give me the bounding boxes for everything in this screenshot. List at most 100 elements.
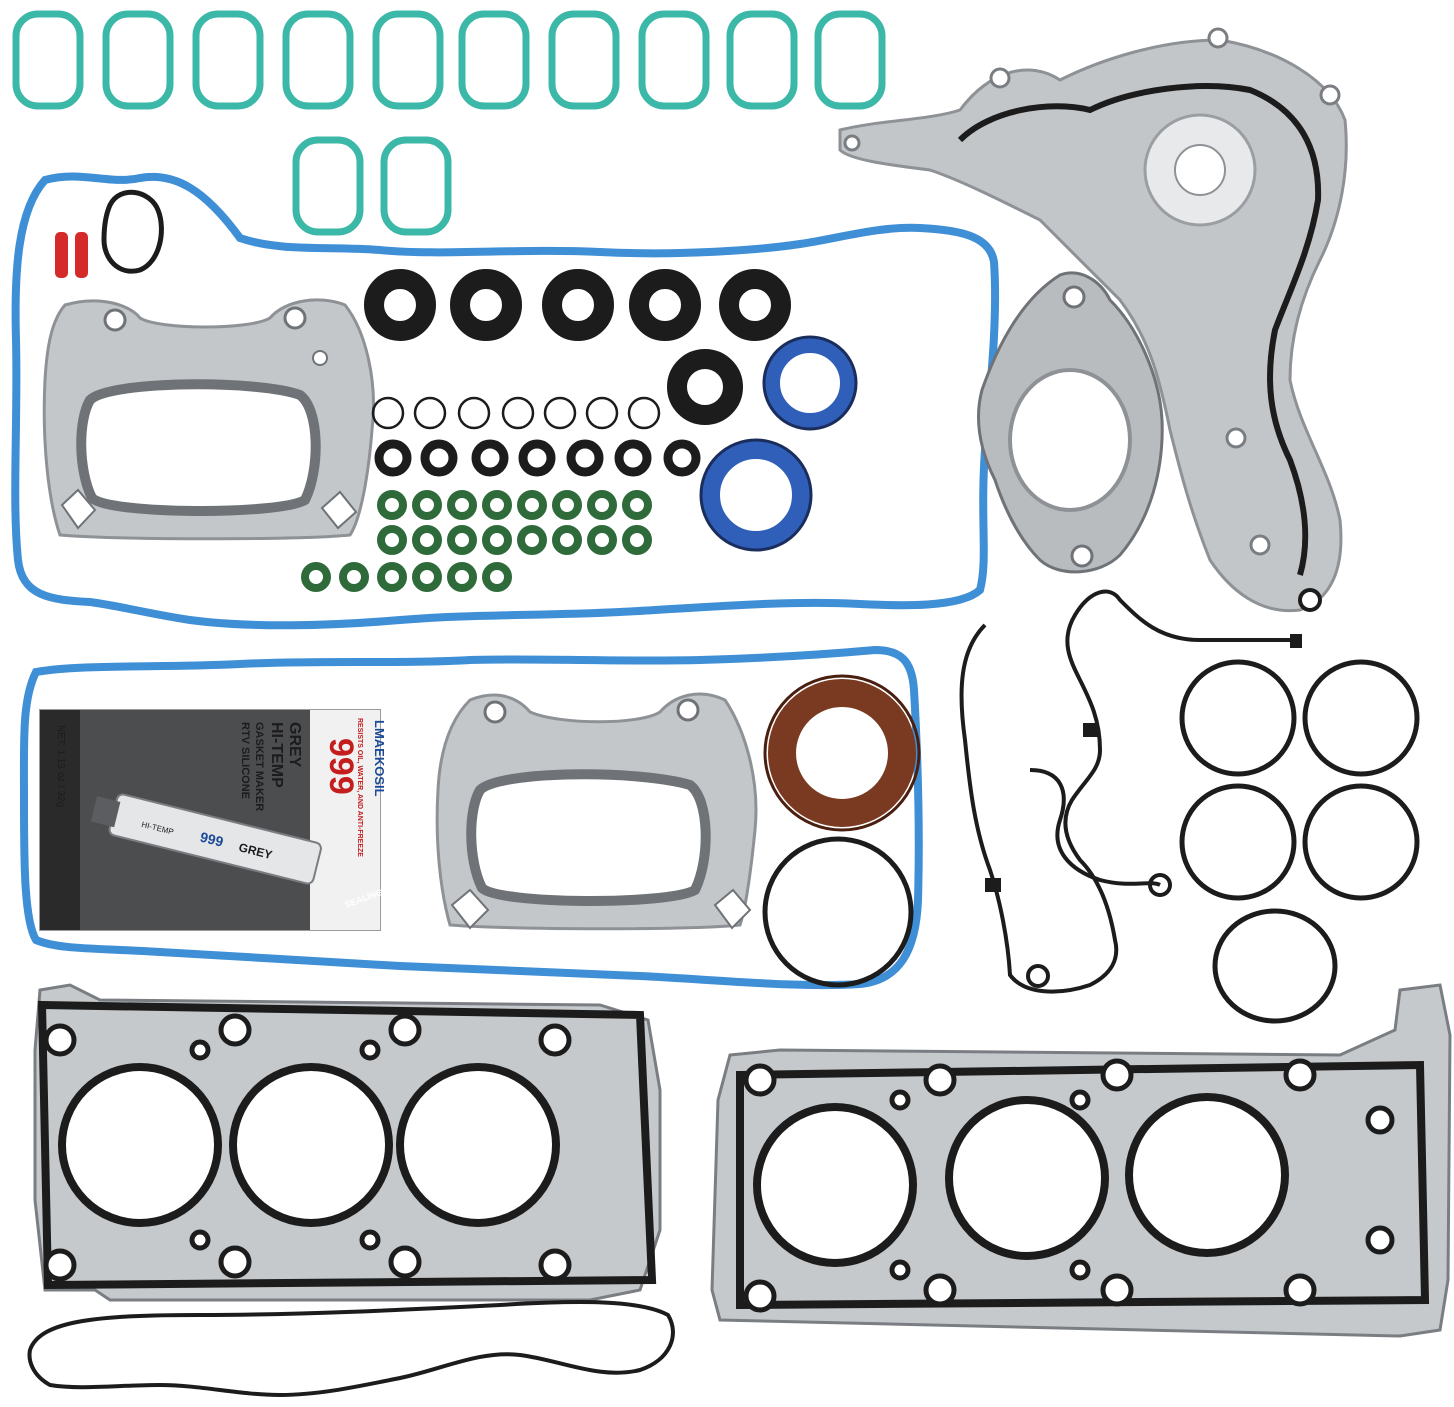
valve-stem-seal — [482, 562, 512, 592]
black-seal — [542, 269, 614, 341]
package-tagline: RESISTS OIL, WATER, AND ANTI-FREEZE — [356, 718, 363, 857]
package-line-4: RTV SILICONE — [239, 722, 251, 799]
valve-stem-seal-set — [301, 490, 652, 592]
cylinder-bore — [1125, 1093, 1289, 1257]
valve-stem-seal — [377, 525, 407, 555]
rear-main-seal — [768, 679, 916, 827]
valve-stem-seal — [587, 490, 617, 520]
intake-gasket — [380, 136, 452, 236]
oring — [1302, 783, 1420, 901]
valve-stem-seal — [447, 490, 477, 520]
valve-stem-seal — [447, 525, 477, 555]
valve-stem-seal — [552, 525, 582, 555]
thick-oring — [420, 439, 458, 477]
exhaust-manifold-gasket-upper — [42, 298, 375, 541]
timing-cover-gasket — [959, 589, 1295, 994]
blue-seal — [764, 337, 856, 429]
thin-oring — [585, 396, 619, 430]
intake-gasket — [814, 10, 886, 110]
thin-oring — [413, 396, 447, 430]
small-oring — [101, 189, 164, 274]
black-seal — [667, 349, 743, 425]
oring — [1179, 659, 1297, 777]
intake-gasket — [458, 10, 530, 110]
valve-stem-seal — [412, 490, 442, 520]
exhaust-manifold-gasket-lower — [435, 692, 758, 931]
intake-gasket — [372, 10, 444, 110]
oring — [1302, 659, 1420, 777]
valve-stem-seal — [482, 490, 512, 520]
large-black-oring — [762, 836, 914, 988]
water-pump-gasket — [838, 27, 1348, 613]
valve-stem-seal — [377, 562, 407, 592]
intake-gasket — [192, 10, 264, 110]
head-gasket-right — [710, 983, 1452, 1338]
red-cap — [75, 232, 88, 278]
intake-gasket-set — [12, 10, 886, 236]
thin-oring — [371, 396, 405, 430]
cylinder-bore — [58, 1063, 222, 1227]
package-line-3: GASKET MAKER — [253, 722, 265, 811]
valve-stem-seal — [339, 562, 369, 592]
intake-gasket — [12, 10, 84, 110]
package-brand: LMAEKOSIL — [372, 720, 387, 797]
oring-set — [1179, 659, 1420, 1024]
valve-stem-seal — [552, 490, 582, 520]
cylinder-bore — [396, 1063, 560, 1227]
intake-gasket — [292, 136, 364, 236]
valve-stem-seal — [301, 562, 331, 592]
blue-cam-seals — [699, 335, 858, 552]
thick-oring — [566, 439, 604, 477]
valve-stem-seal — [517, 490, 547, 520]
tube-label-1: 999 — [199, 829, 226, 850]
valve-stem-seal — [412, 525, 442, 555]
black-seal — [364, 269, 436, 341]
head-gasket-left — [33, 983, 662, 1302]
intake-gasket — [638, 10, 710, 110]
valve-stem-seal — [622, 490, 652, 520]
thin-oring — [627, 396, 661, 430]
package-net-weight: NET: 1.13 oz / 32g — [55, 725, 66, 807]
valve-stem-seal — [447, 562, 477, 592]
valve-stem-seal — [412, 562, 442, 592]
valve-cover-gasket-upper — [11, 172, 1000, 630]
intake-gasket — [548, 10, 620, 110]
cylinder-bore — [945, 1096, 1109, 1260]
oring — [1179, 783, 1297, 901]
thick-oring — [663, 439, 701, 477]
thick-oring — [518, 439, 556, 477]
thin-oring — [501, 396, 535, 430]
thin-oring — [457, 396, 491, 430]
black-seal — [719, 269, 791, 341]
thick-oring — [374, 439, 412, 477]
cylinder-bore — [229, 1063, 393, 1227]
blue-seal — [702, 441, 810, 549]
valve-stem-seal — [587, 525, 617, 555]
egr-gasket — [976, 271, 1164, 574]
valve-stem-seal — [517, 525, 547, 555]
oring — [1212, 908, 1338, 1024]
cylinder-bore — [753, 1103, 917, 1267]
intake-gasket — [726, 10, 798, 110]
valve-stem-seal — [377, 490, 407, 520]
thin-oring — [543, 396, 577, 430]
thick-oring-row — [374, 439, 701, 477]
package-line-2: HI-TEMP — [268, 722, 285, 788]
valve-cover-gasket-lower — [19, 645, 923, 990]
package-line-1: GREY — [286, 722, 303, 768]
black-seal — [629, 269, 701, 341]
intake-gasket — [102, 10, 174, 110]
sealant-package: LMAEKOSIL 999 GREY HI-TEMP GASKET MAKER … — [39, 709, 429, 931]
valve-stem-seal — [482, 525, 512, 555]
red-cap — [55, 232, 68, 278]
thick-oring — [471, 439, 509, 477]
thick-oring — [614, 439, 652, 477]
intake-gasket — [282, 10, 354, 110]
thin-oring-row — [371, 396, 661, 430]
sealant-tube: 999 GREY HI-TEMP — [90, 793, 322, 885]
black-seal-row — [364, 269, 791, 425]
valve-stem-seal — [622, 525, 652, 555]
package-product-number: 999 — [322, 738, 360, 795]
black-seal — [450, 269, 522, 341]
